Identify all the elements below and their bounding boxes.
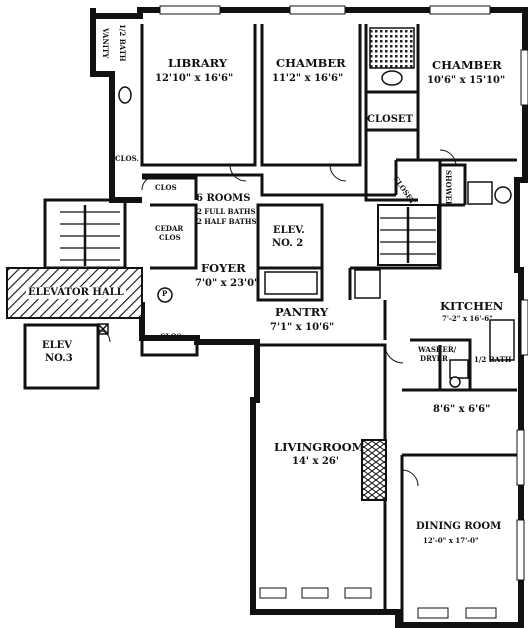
half-bath-kitchen-label: 1/2 BATH [474,355,512,364]
breakfast-dim: 8'6" x 6'6" [433,404,491,415]
kitchen-dim: 7'-2" x 16'-6" [442,314,493,323]
chamber-1-dim: 11'2" x 16'6" [272,73,344,84]
summary-full-baths: 2 FULL BATHS [197,207,256,216]
elevator-2-label-b: NO. 2 [272,238,304,249]
stairs-left [60,205,120,266]
livingroom-name: LIVINGROOM [274,440,365,454]
stair-marker: P [162,289,168,298]
closet-label: CLOSET [367,114,413,125]
dining-room-name: DINING ROOM [416,521,502,532]
elevator-3-label-b: NO.3 [45,353,73,364]
chamber-1-name: CHAMBER [276,56,346,70]
misc-marks [97,287,173,335]
foyer-dim: 7'0" x 23'0" [195,278,260,289]
chamber-2-dim: 10'6" x 15'10" [427,75,506,86]
windows [159,5,528,619]
summary-rooms: 6 ROOMS [196,193,251,204]
clos-low-label: CLOS [160,332,182,341]
foyer-name: FOYER [201,261,246,275]
vanity-label: VANITY [101,28,111,59]
livingroom-dim: 14' x 26' [292,456,339,467]
stairs-service [377,204,439,266]
library-name: LIBRARY [168,56,228,70]
shower-label: SHOWER [444,170,454,207]
elevator-hall-label: ELEVATOR HALL [26,287,126,299]
dining-room-dim: 12'-0" x 17'-0" [423,536,479,545]
elevator-3-label-a: ELEV [42,340,73,351]
clos-left-label: CLOS. [115,154,139,163]
bath-fixtures [118,27,512,388]
kitchen-name: KITCHEN [440,299,504,313]
pantry-dim: 7'1" x 10'6" [270,322,335,333]
washer-label: WASHER/ [418,345,457,354]
summary-half-baths: 2 HALF BATHS [197,217,257,226]
chamber-2-name: CHAMBER [432,58,502,72]
half-bath-top-label: 1/2 BATH [118,24,128,62]
cedar-closet-label-b: CLOS [159,233,181,242]
fireplace [361,439,387,501]
clos-mid-label: CLOS [155,183,177,192]
dryer-label: DRYER [420,354,448,363]
cedar-closet-label-a: CEDAR [155,224,184,233]
kitchen-counters [264,269,515,361]
pantry-name: PANTRY [275,305,329,319]
library-dim: 12'10" x 16'6" [155,73,234,84]
elevator-2-label-a: ELEV. [273,225,305,236]
